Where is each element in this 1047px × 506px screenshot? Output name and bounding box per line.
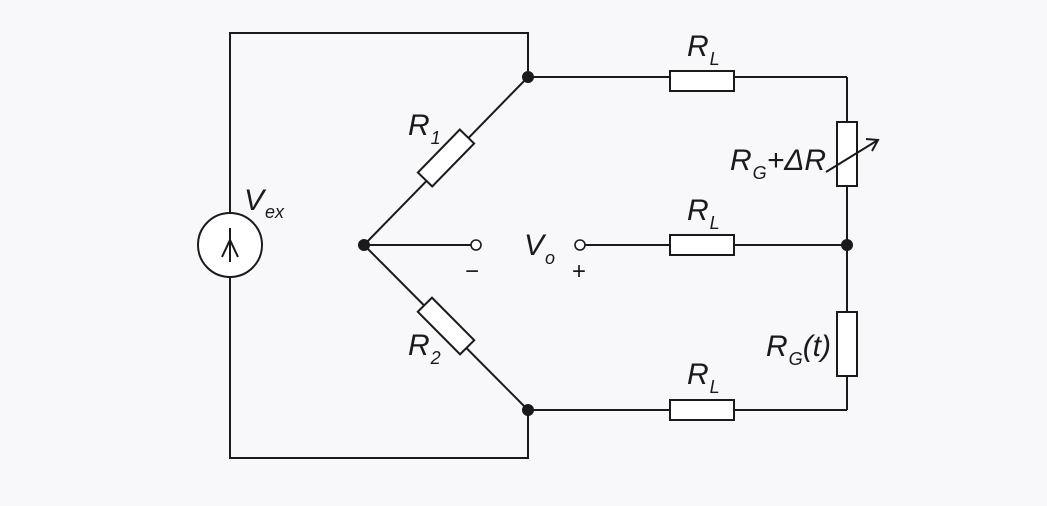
r2-resistor — [416, 296, 476, 356]
r2-label: R2 — [408, 329, 441, 368]
rg-dummy-label: RG(t) — [766, 330, 831, 369]
excitation-bottom-wire — [229, 262, 529, 459]
vo-plus-label: + — [572, 258, 586, 285]
right-node — [841, 239, 853, 251]
rl-bottom-resistor — [669, 399, 735, 421]
rl-bottom-label: RL — [687, 358, 720, 397]
vo-plus-terminal — [574, 239, 586, 251]
left-node — [358, 239, 370, 251]
vex-label: Vex — [244, 184, 285, 222]
rl-top-label: RL — [687, 30, 720, 69]
variable-arrow-icon — [825, 138, 880, 173]
rl-top-resistor — [669, 70, 735, 92]
bottom-node — [522, 404, 534, 416]
top-node — [522, 71, 534, 83]
arrow-up-icon — [221, 237, 239, 258]
excitation-top-wire — [229, 32, 529, 228]
vo-label: Vo — [524, 229, 555, 268]
vo-minus-terminal — [470, 239, 482, 251]
rg-active-label: RG+ΔR — [730, 144, 826, 183]
rg-dummy-gauge — [836, 311, 858, 377]
vo-minus-label: − — [465, 258, 479, 285]
excitation-voltage-source — [197, 212, 263, 278]
r1-label: R1 — [408, 109, 441, 148]
rl-middle-resistor — [669, 234, 735, 256]
r1-resistor — [416, 128, 476, 188]
rl-middle-label: RL — [687, 194, 720, 233]
